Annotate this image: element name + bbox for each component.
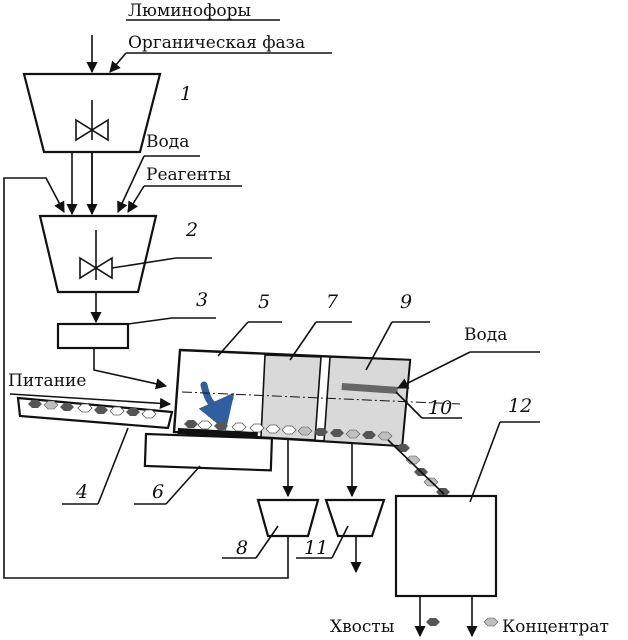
leader-10 bbox=[395, 391, 423, 419]
zone-7 bbox=[260, 354, 322, 441]
bowtie-agitator-icon bbox=[75, 118, 109, 142]
label-organic-phase: Органическая фаза bbox=[128, 33, 305, 53]
mixer-tank-2 bbox=[38, 214, 158, 294]
arrow-unit3-to-separator bbox=[93, 348, 168, 390]
recycle-line bbox=[3, 177, 289, 579]
separator-axis bbox=[181, 391, 461, 405]
label-water-top: Вода bbox=[146, 132, 189, 152]
leader-4 bbox=[97, 427, 129, 505]
water-nozzle-10 bbox=[341, 382, 398, 394]
leader-2 bbox=[111, 257, 177, 269]
arrow-feed bbox=[9, 393, 172, 409]
leader-7 bbox=[289, 321, 317, 361]
leader-6 bbox=[165, 465, 201, 505]
leader-5 bbox=[217, 321, 249, 357]
number-9: 9 bbox=[400, 291, 412, 313]
unit-3 bbox=[56, 322, 130, 350]
arrow-reagents-in bbox=[127, 185, 145, 213]
collector-12 bbox=[394, 494, 498, 598]
hopper-11 bbox=[324, 498, 386, 538]
label-tailings: Хвосты bbox=[330, 617, 394, 637]
arrow-water-in bbox=[117, 155, 145, 214]
arrow-organic-in bbox=[109, 52, 127, 73]
leader-8 bbox=[255, 525, 279, 559]
hopper-8 bbox=[256, 498, 320, 538]
number-5: 5 bbox=[258, 291, 270, 313]
product-chute bbox=[387, 439, 445, 495]
vibrator-coupling bbox=[177, 428, 258, 439]
number-2: 2 bbox=[185, 219, 198, 241]
number-10: 10 bbox=[428, 397, 452, 419]
particle-dark-legend bbox=[426, 618, 440, 626]
number-7: 7 bbox=[326, 291, 339, 313]
arrow-water-right bbox=[396, 351, 471, 389]
label-concentrate: Концентрат bbox=[502, 617, 609, 637]
number-11: 11 bbox=[304, 537, 328, 559]
leader-3 bbox=[127, 317, 173, 325]
label-phosphors: Люминофоры bbox=[128, 1, 251, 21]
number-12: 12 bbox=[508, 395, 532, 417]
leader-9 bbox=[365, 321, 393, 371]
label-water-right: Вода bbox=[464, 325, 507, 345]
label-reagents: Реагенты bbox=[146, 165, 231, 185]
number-8: 8 bbox=[236, 537, 248, 559]
leader-11 bbox=[331, 525, 349, 559]
vibrator-6 bbox=[143, 432, 274, 472]
label-feed: Питание bbox=[8, 371, 86, 391]
particle-light-legend bbox=[483, 617, 499, 627]
number-3: 3 bbox=[196, 289, 208, 311]
number-6: 6 bbox=[152, 481, 164, 503]
leader-12 bbox=[469, 421, 501, 503]
number-4: 4 bbox=[75, 481, 88, 503]
feed-particles bbox=[28, 400, 157, 419]
curved-arrow-icon bbox=[198, 381, 235, 431]
number-1: 1 bbox=[180, 83, 192, 105]
